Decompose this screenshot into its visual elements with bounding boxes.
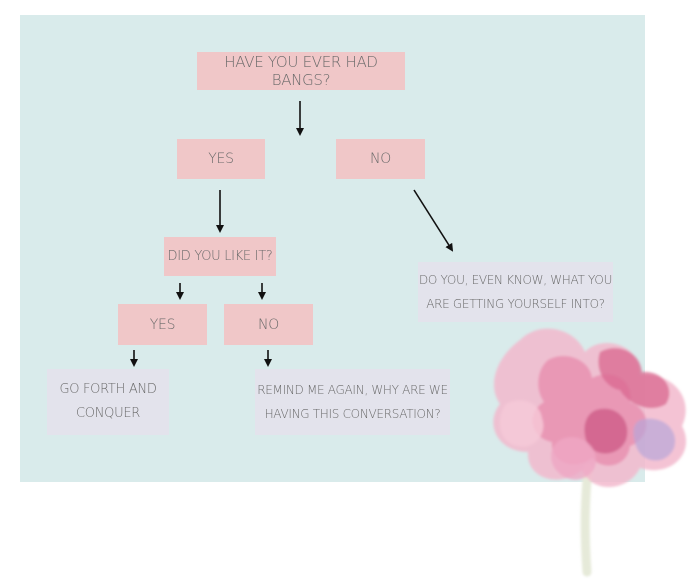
node-label: DID YOU LIKE IT? (167, 249, 273, 264)
node-no: NO (336, 139, 425, 179)
flower-stem (580, 463, 593, 577)
flower-petal (584, 408, 628, 454)
node-label: NO (258, 316, 279, 333)
node-label: YES (208, 151, 234, 167)
node-liked-no: NO (224, 304, 313, 345)
node-label-line1: GO FORTH AND (59, 382, 157, 397)
node-label-line2: CONQUER (76, 406, 140, 421)
node-have-you-had-bangs: HAVE YOU EVER HAD BANGS? (197, 52, 405, 90)
node-yes: YES (177, 139, 265, 179)
node-remind-me-again: REMIND ME AGAIN, WHY ARE WE HAVING THIS … (255, 369, 450, 435)
node-label-line1: REMIND ME AGAIN, WHY ARE WE (257, 383, 448, 397)
node-label: YES (149, 316, 176, 333)
node-label-line1: DO YOU, EVEN KNOW, WHAT YOU (418, 273, 613, 287)
node-did-you-like-it: DID YOU LIKE IT? (164, 237, 276, 276)
node-label: HAVE YOU EVER HAD BANGS? (224, 53, 378, 89)
arrow-no-to-know (413, 189, 454, 252)
flower-petal (598, 348, 670, 409)
flower-petal (499, 400, 544, 447)
node-label: NO (370, 151, 391, 167)
node-do-you-even-know: DO YOU, EVEN KNOW, WHAT YOU ARE GETTING … (418, 262, 613, 322)
flower-petal (633, 418, 676, 461)
node-label-line2: HAVING THIS CONVERSATION? (264, 407, 441, 421)
node-go-forth-and-conquer: GO FORTH AND CONQUER (47, 369, 169, 435)
flower-petal (551, 437, 596, 480)
node-label-line2: ARE GETTING YOURSELF INTO? (426, 297, 605, 311)
node-liked-yes: YES (118, 304, 207, 345)
